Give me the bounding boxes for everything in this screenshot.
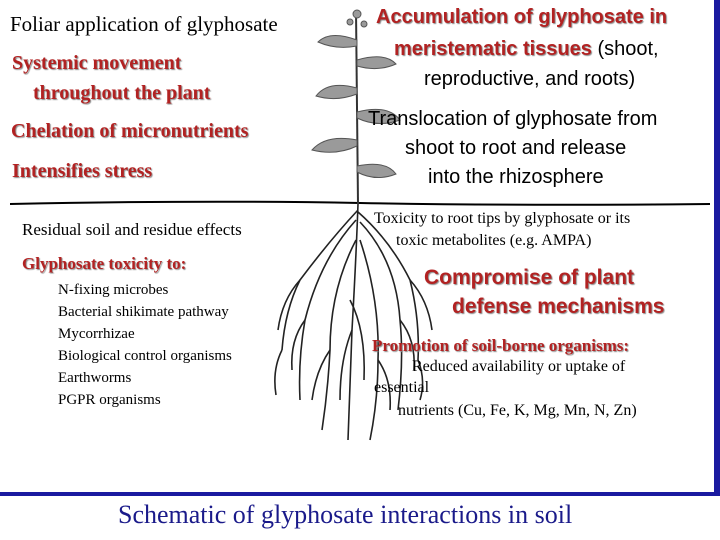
toxicity-list-item: Biological control organisms: [58, 348, 232, 364]
residual-effects-label: Residual soil and residue effects: [22, 220, 242, 239]
systemic-movement-line2: throughout the plant: [33, 82, 211, 104]
translocation-line3: into the rhizosphere: [428, 166, 604, 188]
intensifies-stress-label: Intensifies stress: [12, 160, 153, 182]
meristematic-tissues-text: meristematic tissues: [394, 38, 592, 60]
accumulation-line2: meristematic tissues (shoot,: [394, 38, 659, 61]
toxicity-list: N-fixing microbes Bacterial shikimate pa…: [58, 279, 232, 411]
foliar-application-label: Foliar application of glyphosate: [10, 12, 278, 36]
toxicity-list-item: Mycorrhizae: [58, 326, 135, 342]
root-tip-toxicity-line1: Toxicity to root tips by glyphosate or i…: [374, 210, 631, 227]
accumulation-line1: Accumulation of glyphosate in: [376, 6, 668, 28]
chelation-label: Chelation of micronutrients: [11, 120, 249, 142]
accumulation-shoot-text: (shoot,: [591, 38, 659, 60]
soil-line: [9, 200, 711, 206]
accumulation-line3: reproductive, and roots): [424, 68, 636, 90]
plant-shoot: [311, 9, 401, 205]
frame-bottom-border: [0, 492, 720, 496]
translocation-line1: Translocation of glyphosate from: [368, 108, 658, 130]
reduced-availability-line2: essential: [374, 379, 430, 396]
compromise-line2: defense mechanisms: [452, 295, 665, 318]
toxicity-list-item: N-fixing microbes: [58, 282, 169, 298]
promotion-soil-borne-label: Promotion of soil-borne organisms:: [372, 336, 630, 355]
reduced-availability-line1: Reduced availability or uptake of: [412, 358, 626, 375]
toxicity-list-item: Bacterial shikimate pathway: [58, 304, 229, 320]
reduced-availability-line3: nutrients (Cu, Fe, K, Mg, Mn, N, Zn): [398, 402, 637, 419]
toxicity-list-item: PGPR organisms: [58, 392, 161, 408]
compromise-line1: Compromise of plant: [424, 266, 635, 289]
translocation-line2: shoot to root and release: [405, 137, 627, 159]
frame-right-border: [714, 0, 720, 496]
plant-roots: [274, 203, 433, 441]
systemic-movement-line1: Systemic movement: [12, 52, 182, 74]
glyphosate-toxicity-heading: Glyphosate toxicity to:: [22, 254, 187, 273]
toxicity-list-item: Earthworms: [58, 370, 132, 386]
root-tip-toxicity-line2: toxic metabolites (e.g. AMPA): [396, 232, 592, 249]
schematic-caption: Schematic of glyphosate interactions in …: [118, 500, 573, 529]
